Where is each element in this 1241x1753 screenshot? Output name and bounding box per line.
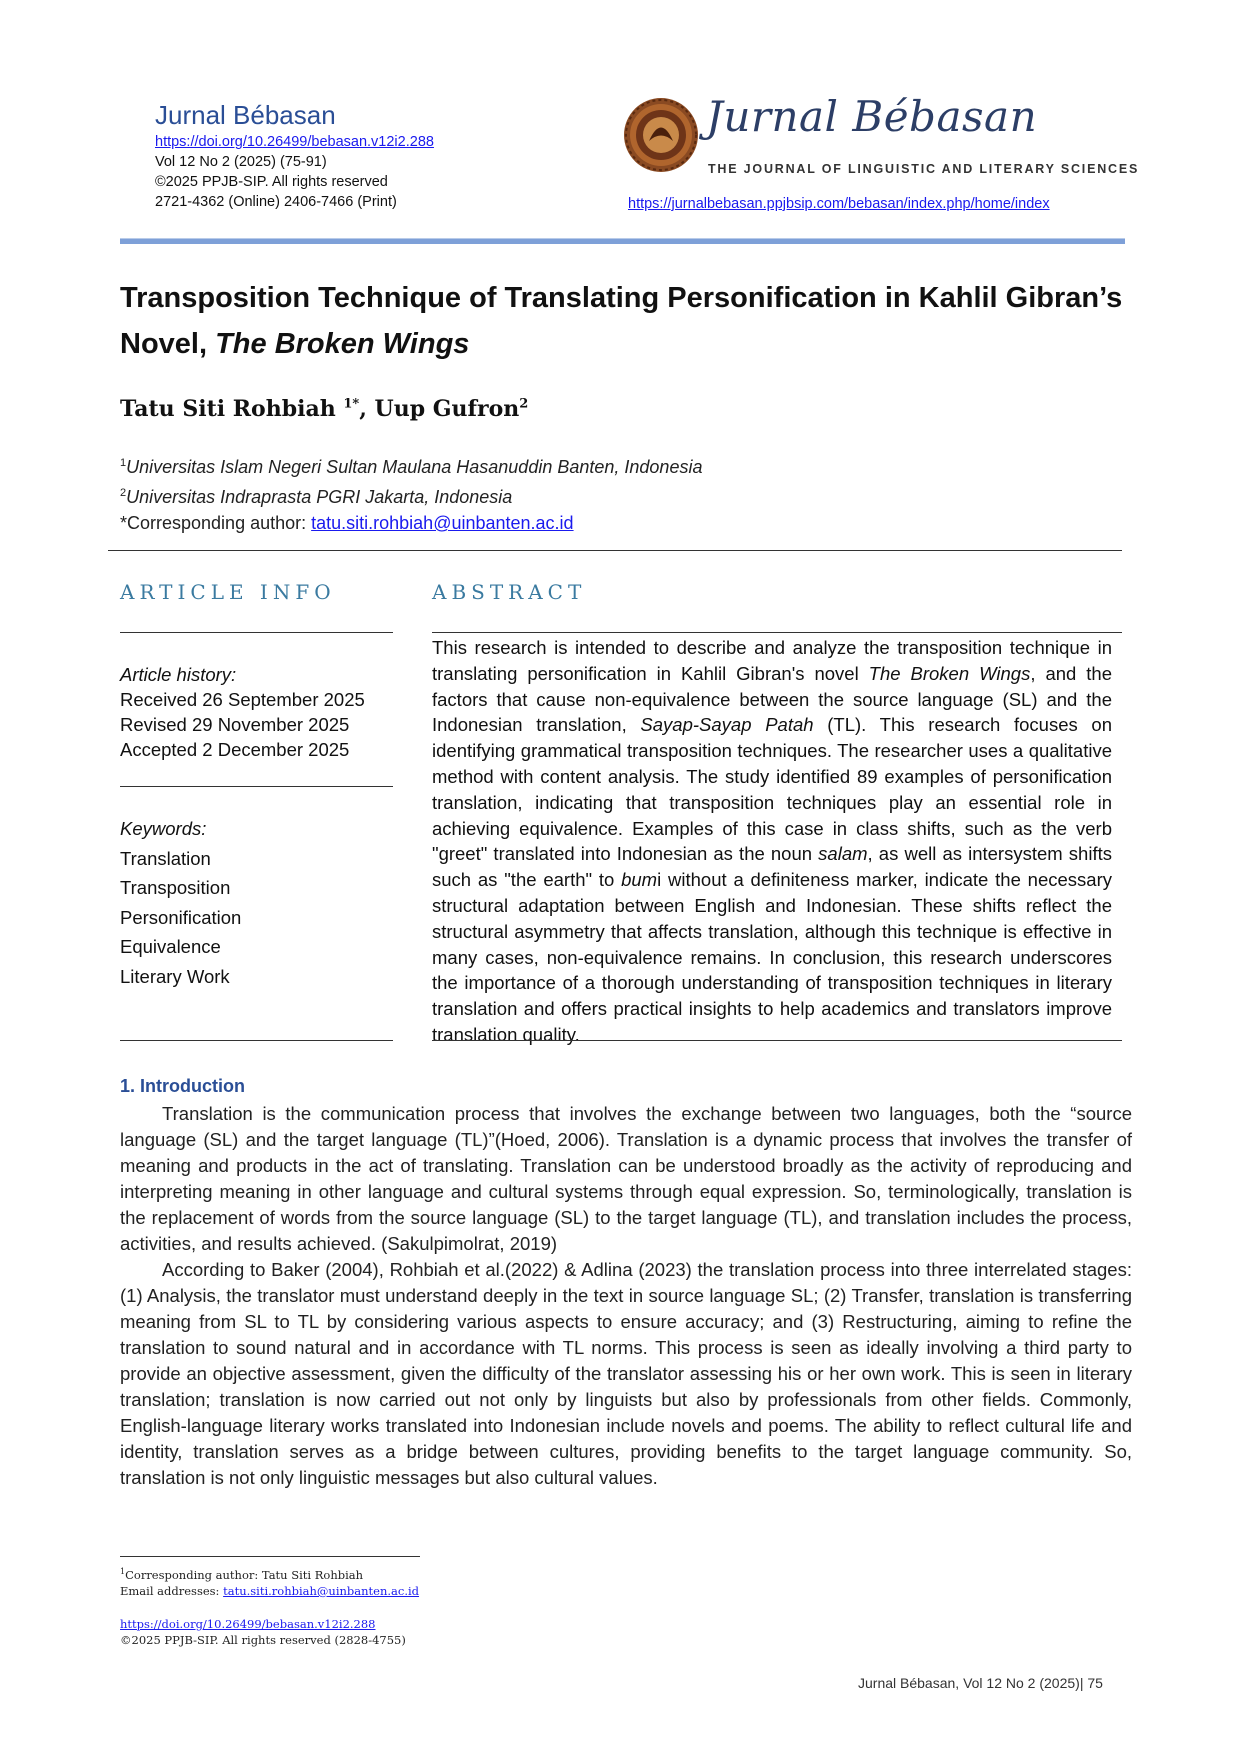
- introduction-heading: 1. Introduction: [120, 1076, 245, 1096]
- corresponding-label: *Corresponding author:: [120, 513, 312, 533]
- journal-logo: Jurnal Bébasan THE JOURNAL OF LINGUISTIC…: [622, 92, 1137, 176]
- keyword-item: Literary Work: [120, 965, 230, 987]
- journal-header-info: Jurnal Bébasan https://doi.org/10.26499/…: [155, 98, 434, 212]
- footnote-doi-block: https://doi.org/10.26499/bebasan.v12i2.2…: [120, 1616, 406, 1648]
- abstract-rule-top: [432, 632, 1122, 633]
- header-divider: [120, 238, 1125, 244]
- footnote-copyright: ©2025 PPJB-SIP. All rights reserved (282…: [120, 1633, 406, 1647]
- keyword-item: Personification: [120, 906, 242, 928]
- paper-title: Transposition Technique of Translating P…: [120, 275, 1130, 367]
- abstract-italic: Sayap-Sayap Patah: [640, 714, 814, 736]
- history-label: Article history:: [120, 664, 237, 685]
- page-footer: Jurnal Bébasan, Vol 12 No 2 (2025)| 75: [858, 1675, 1103, 1691]
- keywords-label: Keywords:: [120, 818, 207, 839]
- abstract-italic: The Broken Wings: [868, 662, 1031, 684]
- copyright-text: ©2025 PPJB-SIP. All rights reserved: [155, 174, 388, 190]
- abstract-italic: bum: [621, 869, 658, 891]
- logo-subtitle: THE JOURNAL OF LINGUISTIC AND LITERARY S…: [708, 162, 1140, 176]
- logo-emblem-icon: [624, 98, 698, 172]
- author-2-sup: 2: [519, 396, 529, 412]
- keyword-item: Equivalence: [120, 936, 221, 957]
- keyword-item: Transposition: [120, 877, 231, 898]
- abstract-part: (TL). This research focuses on identifyi…: [432, 714, 1113, 865]
- footnote-divider: [120, 1556, 420, 1557]
- footnote-sup: 1: [120, 1567, 126, 1576]
- title-main: Transposition Technique of Translating P…: [120, 282, 1123, 360]
- author-1: Tatu Siti Rohbiah: [120, 396, 344, 422]
- article-info-rule-top: [120, 632, 393, 633]
- footnote-doi-link[interactable]: https://doi.org/10.26499/bebasan.v12i2.2…: [120, 1617, 376, 1631]
- received-date: Received 26 September 2025: [120, 689, 365, 710]
- author-2: , Uup Gufron: [359, 396, 520, 422]
- footnote-email-link[interactable]: tatu.siti.rohbiah@uinbanten.ac.id: [223, 1583, 420, 1598]
- abstract-rule-bottom: [432, 1040, 1122, 1041]
- keywords-block: Keywords: Translation Transposition Pers…: [120, 814, 241, 991]
- logo-title: Jurnal Bébasan: [706, 92, 1038, 141]
- aff2-num: 2: [120, 487, 127, 499]
- intro-paragraph-2: According to Baker (2004), Rohbiah et al…: [120, 1259, 1132, 1488]
- affiliation-2: Universitas Indraprasta PGRI Jakarta, In…: [126, 487, 513, 507]
- article-info-heading: ARTICLE INFO: [120, 580, 336, 604]
- introduction-body: Translation is the communication process…: [120, 1101, 1132, 1491]
- abstract-part: , as well as intersystem shifts such as …: [432, 843, 1112, 891]
- affiliations: 1Universitas Islam Negeri Sultan Maulana…: [120, 450, 702, 536]
- article-info-rule-bottom: [120, 1040, 393, 1041]
- abstract-part: i without a definiteness marker, indicat…: [432, 869, 1112, 1045]
- title-italic: The Broken Wings: [215, 328, 470, 360]
- doi-link[interactable]: https://doi.org/10.26499/bebasan.v12i2.2…: [155, 134, 434, 150]
- volume-info: Vol 12 No 2 (2025) (75-91): [155, 154, 327, 170]
- author-1-sup: 1*: [343, 396, 360, 412]
- abstract-text: This research is intended to describe an…: [432, 635, 1112, 1048]
- aff1-num: 1: [120, 457, 127, 469]
- issn-text: 2721-4362 (Online) 2406-7466 (Print): [155, 194, 397, 210]
- abstract-part: This research is intended to describe an…: [432, 637, 1112, 684]
- journal-website-link[interactable]: https://jurnalbebasan.ppjbsip.com/bebasa…: [628, 196, 1050, 212]
- corresponding-email-link[interactable]: tatu.siti.rohbiah@uinbanten.ac.id: [311, 513, 574, 533]
- footnote-author: Corresponding author: Tatu Siti Rohbiah: [125, 1567, 364, 1582]
- footnote: 1Corresponding author: Tatu Siti Rohbiah…: [120, 1564, 419, 1599]
- article-history: Article history: Received 26 September 2…: [120, 662, 365, 762]
- abstract-italic: salam: [818, 843, 868, 865]
- authors: Tatu Siti Rohbiah 1*, Uup Gufron2: [120, 396, 528, 422]
- affiliation-1: Universitas Islam Negeri Sultan Maulana …: [126, 457, 703, 477]
- abstract-part: , and the factors that cause non-equival…: [432, 662, 1112, 736]
- accepted-date: Accepted 2 December 2025: [120, 739, 350, 760]
- journal-name: Jurnal Bébasan: [155, 100, 336, 130]
- abstract-heading: ABSTRACT: [432, 580, 587, 604]
- keyword-item: Translation: [120, 847, 211, 869]
- footnote-email-label: Email addresses:: [120, 1583, 224, 1598]
- revised-date: Revised 29 November 2025: [120, 714, 350, 735]
- article-info-rule-mid: [120, 786, 393, 787]
- section-divider: [108, 550, 1122, 551]
- intro-paragraph-1: Translation is the communication process…: [120, 1103, 1132, 1254]
